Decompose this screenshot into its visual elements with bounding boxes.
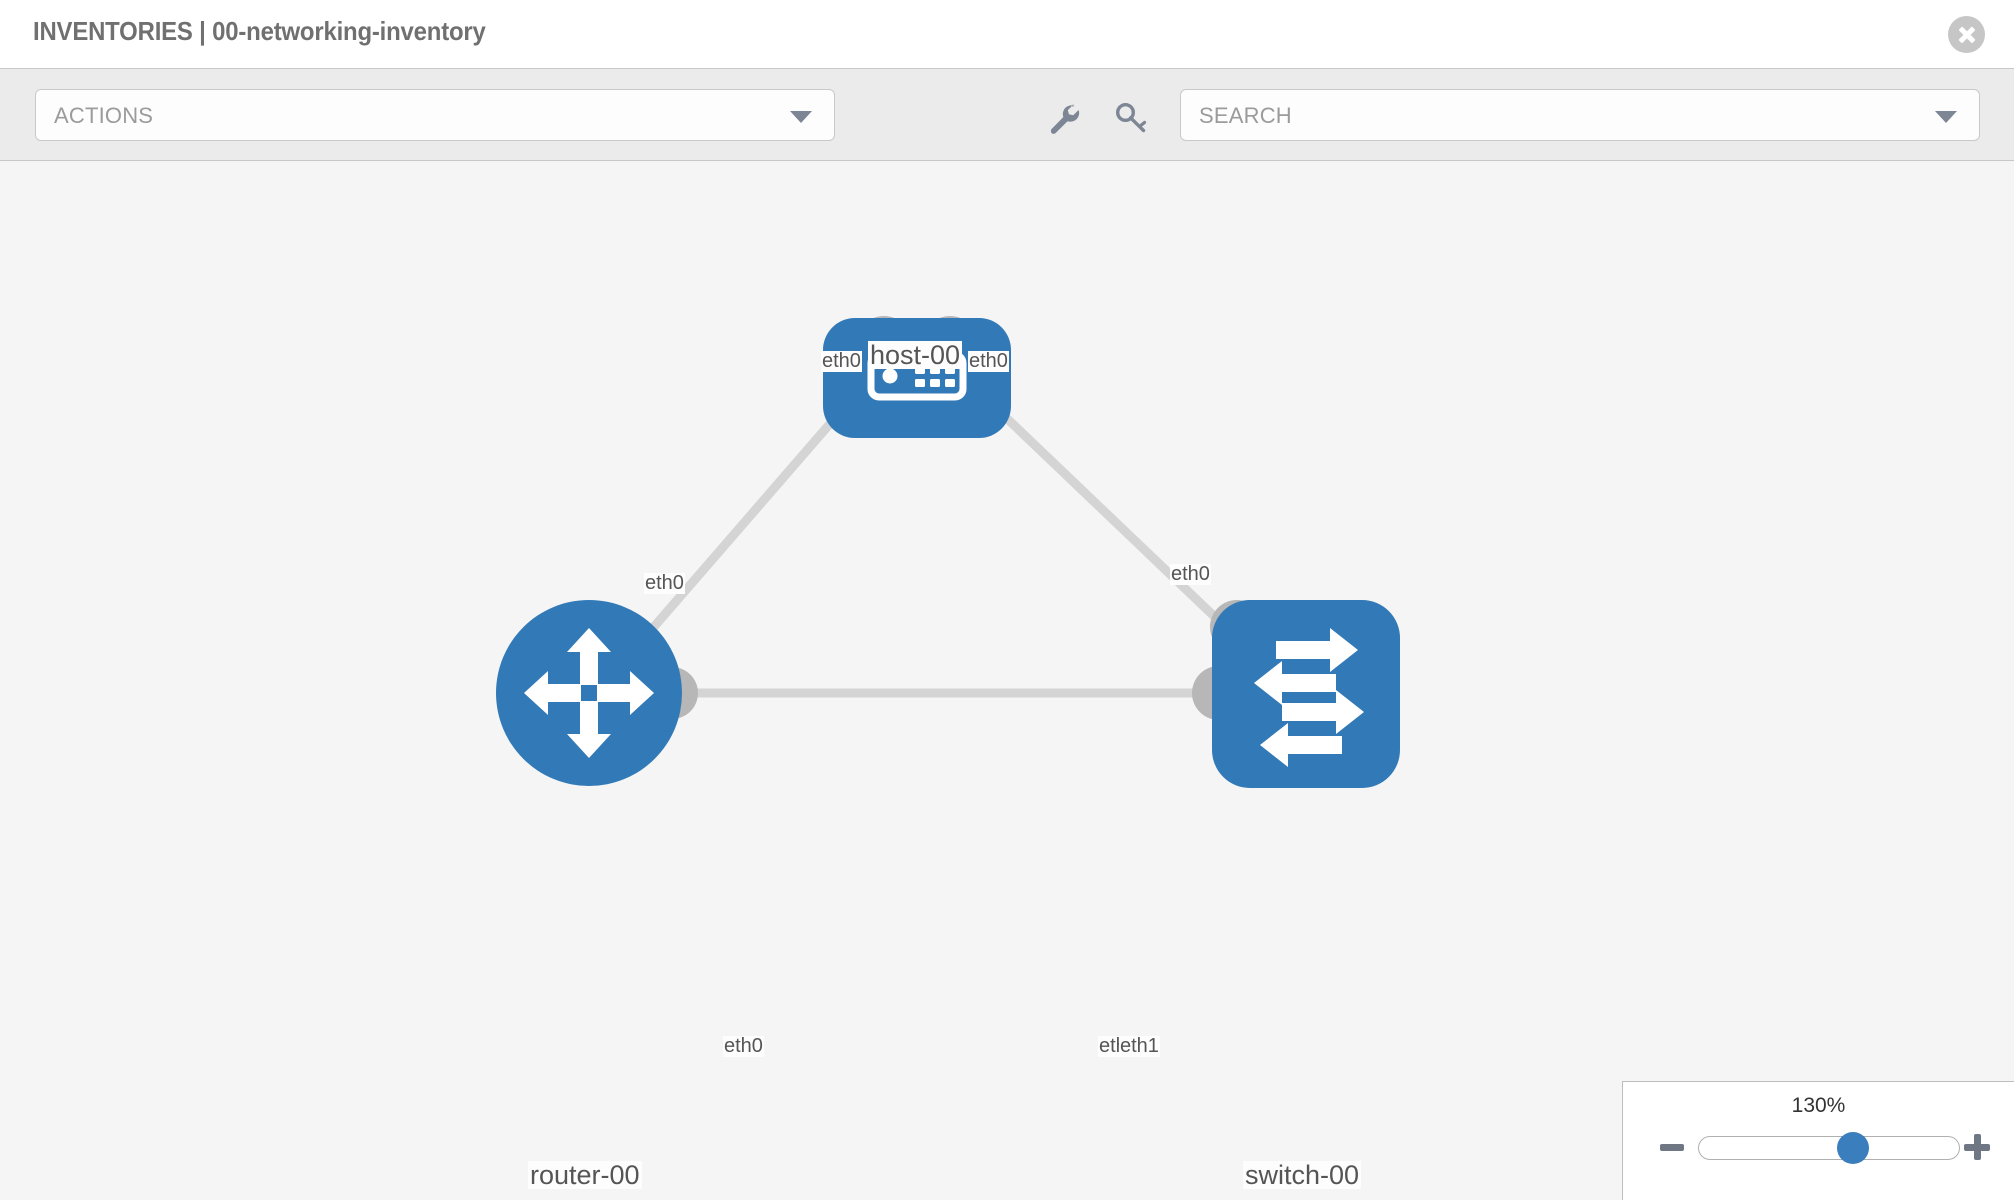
- zoom-in-button[interactable]: [1964, 1134, 1990, 1160]
- node-switch-00[interactable]: [1212, 600, 1400, 788]
- node-label-host-00: host-00: [868, 340, 963, 370]
- port-label-switch-left-b: eth1: [1119, 1035, 1160, 1057]
- port-label-host-right: eth0: [968, 350, 1009, 372]
- port-label-host-left: eth0: [821, 350, 862, 372]
- node-label-switch-00: switch-00: [1243, 1160, 1362, 1190]
- chevron-down-icon: [790, 111, 812, 123]
- plus-icon-vertical: [1973, 1134, 1981, 1160]
- actions-dropdown[interactable]: ACTIONS: [35, 89, 835, 141]
- actions-dropdown-label: ACTIONS: [54, 103, 154, 128]
- page-title: INVENTORIES | 00-networking-inventory: [33, 16, 486, 46]
- node-router-00[interactable]: [496, 600, 682, 786]
- wrench-icon[interactable]: [1046, 101, 1080, 135]
- port-label-switch-up: eth0: [1170, 563, 1211, 585]
- router-icon: [524, 628, 654, 758]
- zoom-slider[interactable]: [1698, 1131, 1960, 1164]
- port-label-router-up: eth0: [644, 572, 685, 594]
- zoom-slider-thumb[interactable]: [1837, 1131, 1869, 1164]
- zoom-out-button[interactable]: [1660, 1144, 1684, 1151]
- title-bar: INVENTORIES | 00-networking-inventory: [0, 0, 2014, 69]
- zoom-level-value: 130%: [1791, 1094, 1846, 1117]
- toolbar: ACTIONS SEARCH: [0, 69, 2014, 161]
- port-label-router-right: eth0: [723, 1035, 764, 1057]
- close-icon[interactable]: [1948, 16, 1985, 53]
- search-placeholder: SEARCH: [1199, 103, 1292, 128]
- switch-icon: [1254, 628, 1364, 767]
- zoom-control-panel: 130%: [1622, 1081, 2014, 1200]
- node-label-router-00: router-00: [528, 1160, 642, 1190]
- chevron-down-icon: [1935, 111, 1957, 123]
- topology-graph: [496, 316, 1400, 788]
- search-input[interactable]: SEARCH: [1180, 89, 1980, 141]
- node-host-00[interactable]: [823, 318, 1011, 438]
- topology-canvas[interactable]: eth0 host-00 eth0 eth0 eth0 eth0 eth eth…: [0, 161, 2014, 1200]
- key-icon[interactable]: [1114, 101, 1148, 135]
